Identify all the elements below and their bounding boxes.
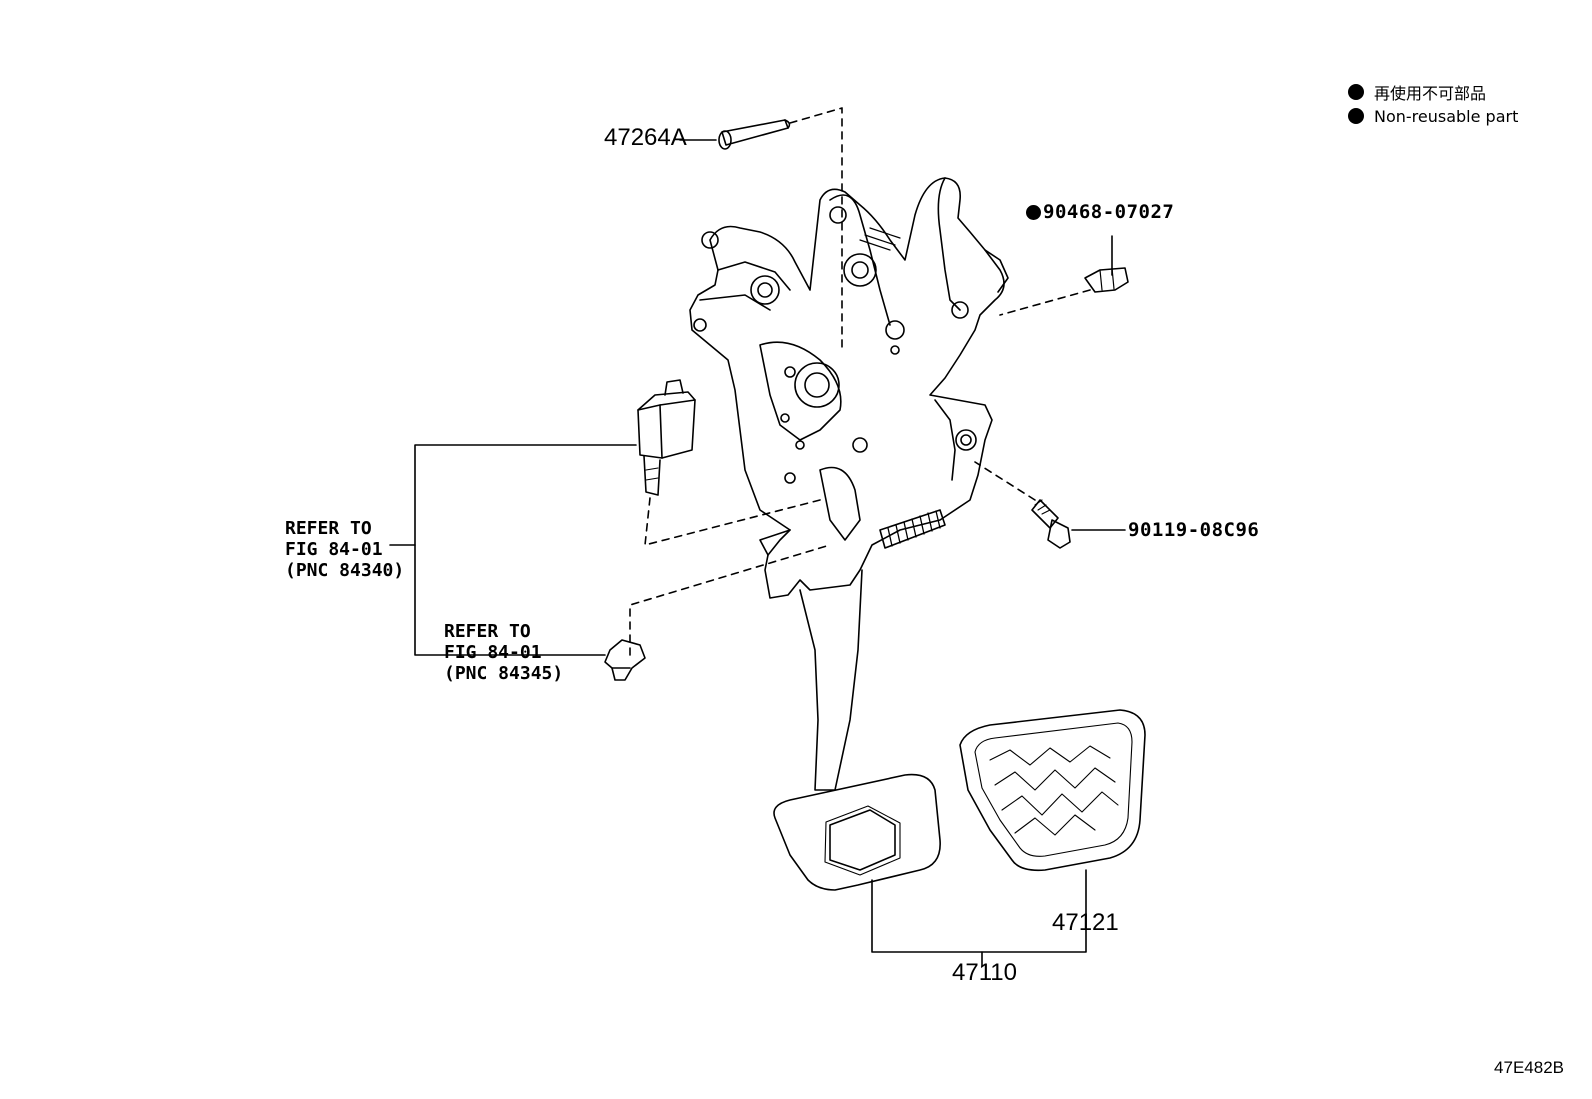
pedal-arm xyxy=(799,569,863,791)
non-reusable-dot-icon xyxy=(1026,204,1041,220)
figure-id: 47E482B xyxy=(1494,1058,1564,1077)
clip-dashed-guide xyxy=(999,289,1091,316)
legend: 再使用不可部品 Non-reusable part xyxy=(1348,80,1518,128)
pedal-bracket xyxy=(689,177,1009,599)
legend-row-ja: 再使用不可部品 xyxy=(1348,80,1518,104)
refer-switch-line3: (PNC 84340) xyxy=(285,560,405,581)
bolt-dashed-guide xyxy=(974,461,1036,501)
callout-clip-text: 90468-07027 xyxy=(1043,201,1175,223)
pin-part xyxy=(718,119,791,150)
return-spring xyxy=(879,509,946,549)
non-reusable-dot-icon xyxy=(1348,84,1364,100)
pedal-pad xyxy=(959,709,1146,872)
bolt-part xyxy=(1031,499,1071,549)
pedal-foot xyxy=(773,773,941,891)
refer-switch-line1: REFER TO xyxy=(285,518,372,539)
clip-part xyxy=(1084,267,1129,293)
callout-pad: 47121 xyxy=(1052,909,1119,936)
pin-dashed-guide xyxy=(789,107,843,351)
assy-bracket-lines xyxy=(871,869,1087,953)
legend-text-en: Non-reusable part xyxy=(1374,106,1519,126)
callout-clip: 90468-07027 xyxy=(1026,201,1174,223)
stop-lamp-switch xyxy=(637,379,696,496)
callout-pin: 47264A xyxy=(604,124,687,151)
cushion-dashed-guide xyxy=(629,544,831,656)
refer-cushion-line2: FIG 84-01 xyxy=(444,642,542,663)
refer-cushion-line1: REFER TO xyxy=(444,621,531,642)
refer-note-switch: REFER TO FIG 84-01 (PNC 84340) xyxy=(285,518,404,581)
switch-dashed-guide xyxy=(644,497,821,546)
callout-pedal-assy: 47110 xyxy=(952,959,1017,986)
pedal-cushion xyxy=(604,639,646,681)
refer-note-cushion: REFER TO FIG 84-01 (PNC 84345) xyxy=(444,621,563,684)
refer-switch-line2: FIG 84-01 xyxy=(285,539,383,560)
non-reusable-dot-icon xyxy=(1348,108,1364,124)
legend-text-ja: 再使用不可部品 xyxy=(1374,84,1487,103)
callout-bolt: 90119-08C96 xyxy=(1128,519,1260,541)
refer-cushion-line3: (PNC 84345) xyxy=(444,663,564,684)
legend-row-en: Non-reusable part xyxy=(1348,104,1518,128)
